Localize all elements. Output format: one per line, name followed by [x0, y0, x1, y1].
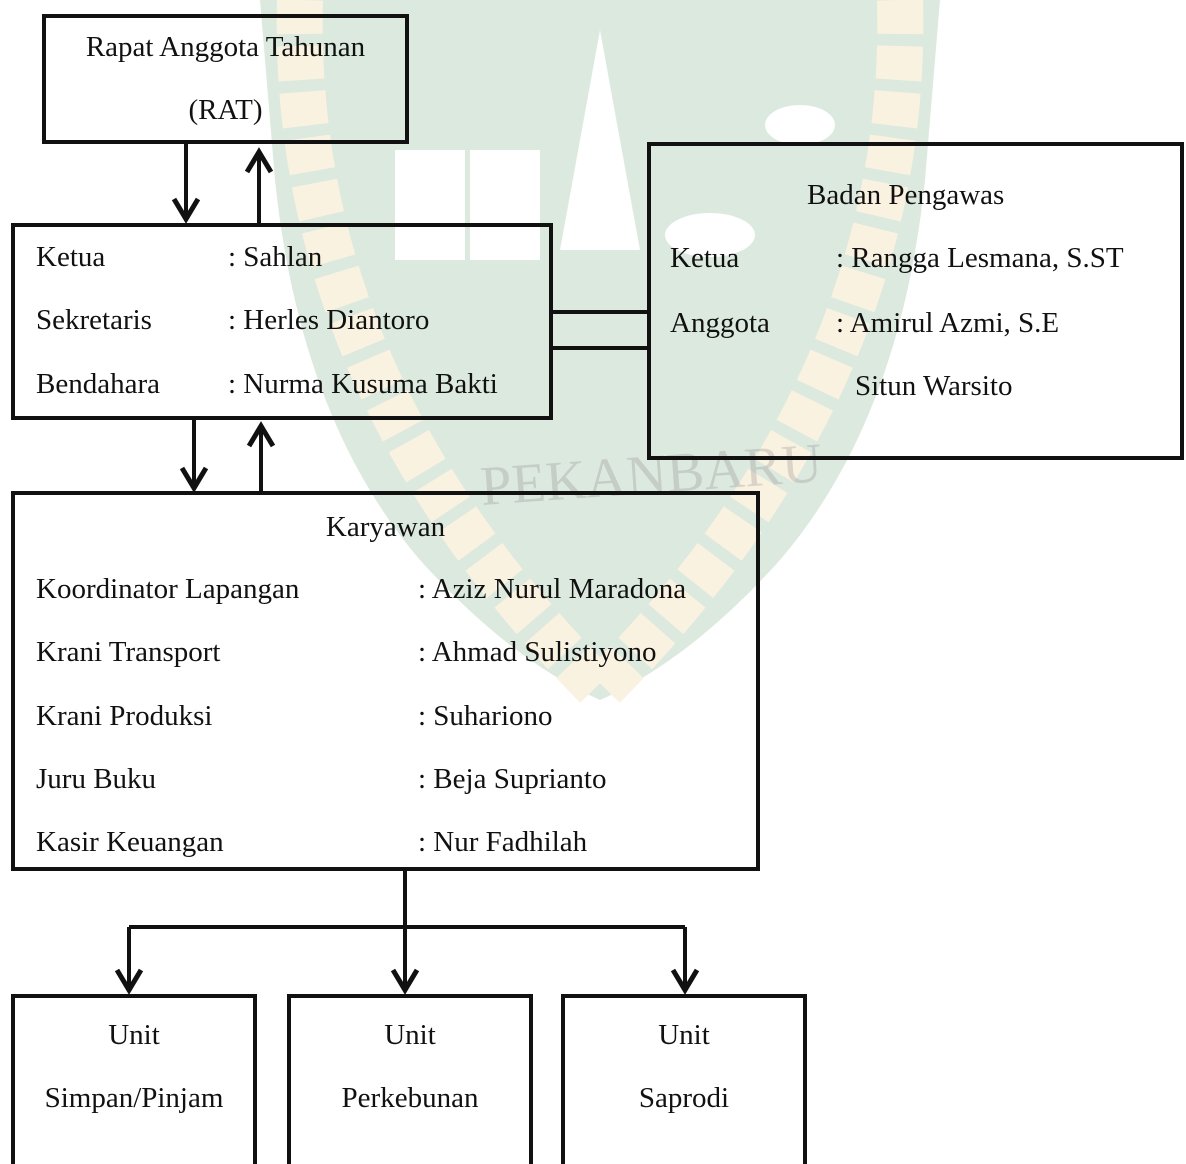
- karyawan-name-2: : Ahmad Sulistiyono: [418, 636, 657, 668]
- pengawas-anggota-name-1: : Amirul Azmi, S.E: [836, 307, 1060, 339]
- bendahara-role: Bendahara: [36, 368, 160, 400]
- pengawas-ketua-role: Ketua: [670, 242, 740, 274]
- unit-perkebunan-box: [287, 994, 533, 1164]
- unit-perkebunan-line1: Unit: [384, 1019, 436, 1051]
- sekretaris-name: : Herles Diantoro: [228, 304, 430, 336]
- rat-title: Rapat Anggota Tahunan: [85, 31, 366, 63]
- unit-saprodi-line1: Unit: [658, 1019, 710, 1051]
- sekretaris-role: Sekretaris: [36, 304, 152, 336]
- unit-simpan-pinjam-box: [11, 994, 257, 1164]
- karyawan-name-3: : Suhariono: [418, 700, 553, 732]
- karyawan-role-2: Krani Transport: [36, 636, 221, 668]
- karyawan-role-1: Koordinator Lapangan: [36, 573, 300, 605]
- pengawas-box: [647, 142, 1184, 460]
- unit-perkebunan-line2: Perkebunan: [341, 1082, 479, 1114]
- karyawan-role-5: Kasir Keuangan: [36, 826, 224, 858]
- pengawas-ketua-name: : Rangga Lesmana, S.ST: [836, 242, 1124, 274]
- karyawan-name-4: : Beja Suprianto: [418, 763, 607, 795]
- ketua-name: : Sahlan: [228, 241, 323, 273]
- karyawan-name-5: : Nur Fadhilah: [418, 826, 588, 858]
- pengawas-title: Badan Pengawas: [807, 179, 1005, 211]
- karyawan-title: Karyawan: [325, 511, 446, 543]
- karyawan-role-4: Juru Buku: [36, 763, 157, 795]
- ketua-role: Ketua: [36, 241, 106, 273]
- unit-saprodi-box: [561, 994, 807, 1164]
- unit-saprodi-line2: Saprodi: [638, 1082, 730, 1114]
- unit-simpan-pinjam-line2: Simpan/Pinjam: [44, 1082, 224, 1114]
- rat-box: [42, 14, 409, 144]
- pengawas-anggota-name-2: Situn Warsito: [855, 370, 1013, 402]
- pengurus-box: [11, 223, 553, 420]
- karyawan-role-3: Krani Produksi: [36, 700, 213, 732]
- bendahara-name: : Nurma Kusuma Bakti: [228, 368, 498, 400]
- pengawas-anggota-role: Anggota: [670, 307, 770, 339]
- unit-simpan-pinjam-line1: Unit: [108, 1019, 160, 1051]
- karyawan-name-1: : Aziz Nurul Maradona: [418, 573, 687, 605]
- rat-abbr: (RAT): [188, 94, 263, 126]
- karyawan-box: [11, 491, 760, 871]
